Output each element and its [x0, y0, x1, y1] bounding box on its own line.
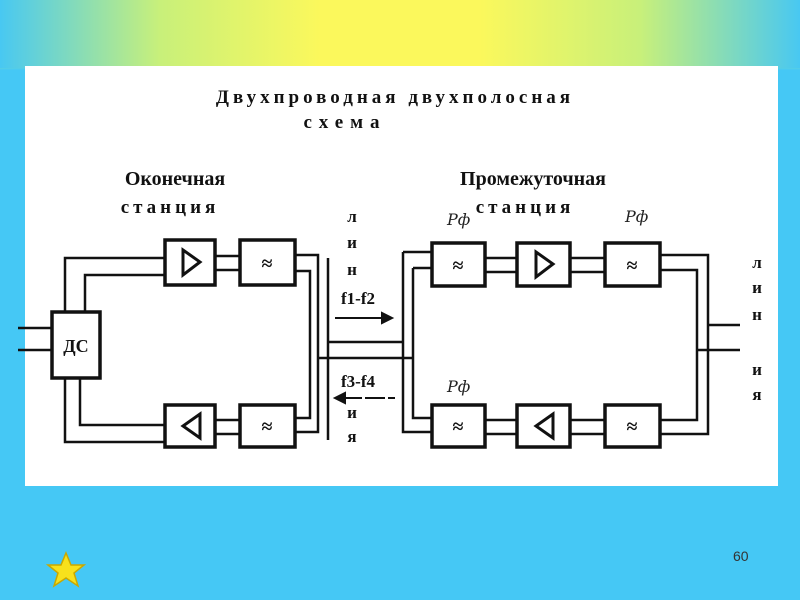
amplifier-box — [163, 403, 217, 449]
amplifier-box — [163, 238, 217, 287]
amplifier-right-icon — [181, 247, 203, 279]
line-label-letter: и — [347, 403, 357, 422]
page-number: 60 — [733, 548, 749, 564]
top-gradient-band — [0, 0, 800, 68]
amplifier-left-icon — [533, 411, 555, 441]
slide-title-line1: Двухпроводная двухполосная — [216, 87, 574, 108]
filter-icon: ≈ — [262, 416, 273, 438]
filter-box — [238, 403, 297, 449]
amplifier-box — [515, 241, 572, 288]
filter-icon: ≈ — [453, 255, 464, 277]
arrow-right-icon — [381, 311, 395, 325]
line-label-letter: и — [347, 233, 357, 252]
intermediate-station-label: Промежуточная — [460, 168, 606, 190]
star-icon[interactable] — [46, 550, 86, 590]
wires — [18, 250, 740, 444]
filter-box — [430, 241, 487, 288]
filter-box — [603, 241, 662, 288]
line-label-letter: н — [752, 305, 762, 324]
line-label-letter: л — [347, 207, 357, 226]
differential-system-box — [50, 310, 102, 380]
line-label-letter: н — [347, 260, 357, 279]
filter-icon: ≈ — [627, 416, 638, 438]
filter-box — [238, 238, 297, 287]
filter-box — [603, 403, 662, 449]
amplifier-right-icon — [534, 249, 556, 281]
handwritten-note: Рф — [446, 210, 470, 229]
forward-band-label: f1-f2 — [341, 289, 375, 308]
amplifier-left-icon — [180, 411, 202, 441]
intermediate-station-label-2: станция — [476, 197, 575, 218]
line-label-letter: я — [347, 427, 356, 446]
handwritten-note: Рф — [446, 377, 470, 396]
differential-system-label: ДС — [63, 336, 88, 356]
line-label-letter: и — [752, 360, 762, 379]
line-label-letter: я — [752, 385, 761, 404]
filter-icon: ≈ — [262, 253, 273, 275]
amplifier-box — [515, 403, 572, 449]
filter-box — [430, 403, 487, 449]
terminal-station-label: Оконечная — [125, 168, 226, 190]
arrow-left-icon — [332, 391, 346, 405]
slide-title-line2: схема — [304, 112, 387, 133]
reverse-band-label: f3-f4 — [341, 372, 375, 391]
filter-icon: ≈ — [627, 255, 638, 277]
line-label-letter: л — [752, 253, 762, 272]
filter-icon: ≈ — [453, 416, 464, 438]
handwritten-note: Рф — [624, 207, 648, 226]
terminal-station-label-2: станция — [121, 197, 220, 218]
line-label-letter: и — [752, 278, 762, 297]
